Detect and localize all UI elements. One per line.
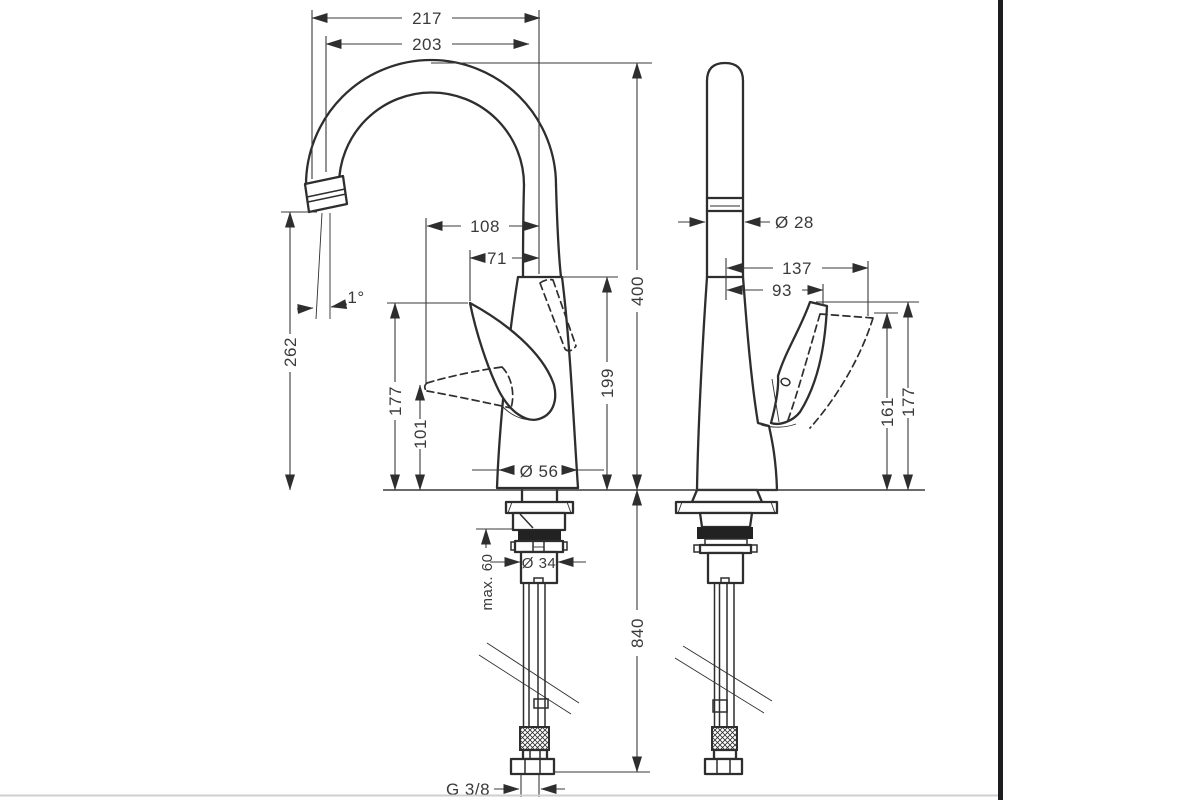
dim-label-177-side: 177 bbox=[386, 386, 405, 416]
dim-label-203: 203 bbox=[412, 35, 442, 54]
dim-label-thread: G 3/8 bbox=[446, 780, 490, 799]
dim-label-199: 199 bbox=[598, 368, 617, 398]
photo-edge-bar bbox=[998, 0, 1003, 800]
dim-label-angle: 1° bbox=[347, 288, 364, 307]
dim-label-217: 217 bbox=[412, 9, 442, 28]
dim-label-dia28: Ø 28 bbox=[775, 213, 814, 232]
dim-label-dia56: Ø 56 bbox=[520, 462, 559, 481]
dim-label-dia34: Ø 34 bbox=[522, 555, 557, 572]
right-view-front bbox=[674, 61, 874, 776]
dim-label-840: 840 bbox=[628, 618, 647, 648]
dim-label-262: 262 bbox=[281, 337, 300, 367]
dimension-labels: 217 203 108 71 1° 262 177 101 199 400 Ø … bbox=[281, 9, 918, 799]
dim-label-71: 71 bbox=[487, 249, 507, 268]
dim-label-108: 108 bbox=[470, 217, 500, 236]
left-view-side-profile bbox=[303, 58, 580, 776]
dim-label-93: 93 bbox=[772, 281, 792, 300]
dim-label-137: 137 bbox=[782, 259, 812, 278]
dim-label-161: 161 bbox=[878, 397, 897, 427]
dim-label-400: 400 bbox=[628, 276, 647, 306]
dim-label-177-front: 177 bbox=[899, 387, 918, 417]
dim-label-101: 101 bbox=[411, 419, 430, 449]
dim-label-max60: max. 60 bbox=[479, 554, 496, 611]
dimension-lines bbox=[281, 10, 925, 797]
